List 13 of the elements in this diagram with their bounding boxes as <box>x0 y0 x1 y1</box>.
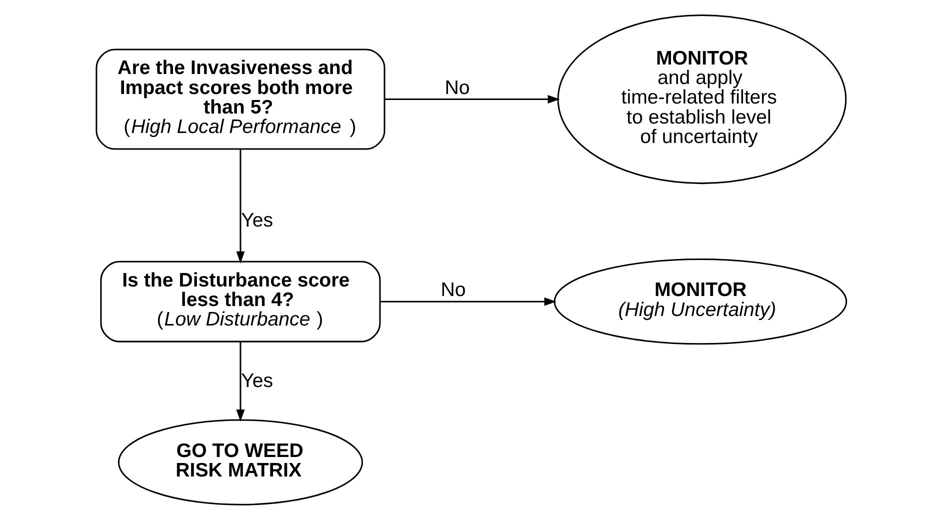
node-box: Are the Invasiveness and Impact scores both more than 5? (High Local Performance) <box>95 48 385 150</box>
node-box: Is the Disturbance score less than 4? (Low Disturbance) <box>100 260 380 342</box>
arrow <box>384 94 560 103</box>
node-ellipse: GO TO WEED RISK MATRIX <box>117 418 362 505</box>
node-ellipse: MONITOR (High Uncertainty) <box>553 258 847 344</box>
edge-label: Yes <box>240 208 273 231</box>
edge-label: Yes <box>240 370 273 392</box>
node-ellipse: MONITOR and apply time-related filters to establish level of uncertainty <box>556 14 846 184</box>
edge-label: No <box>440 278 466 301</box>
arrow <box>380 296 556 306</box>
arrow <box>236 341 244 422</box>
arrow <box>236 149 244 263</box>
edge-label: No <box>444 76 470 98</box>
